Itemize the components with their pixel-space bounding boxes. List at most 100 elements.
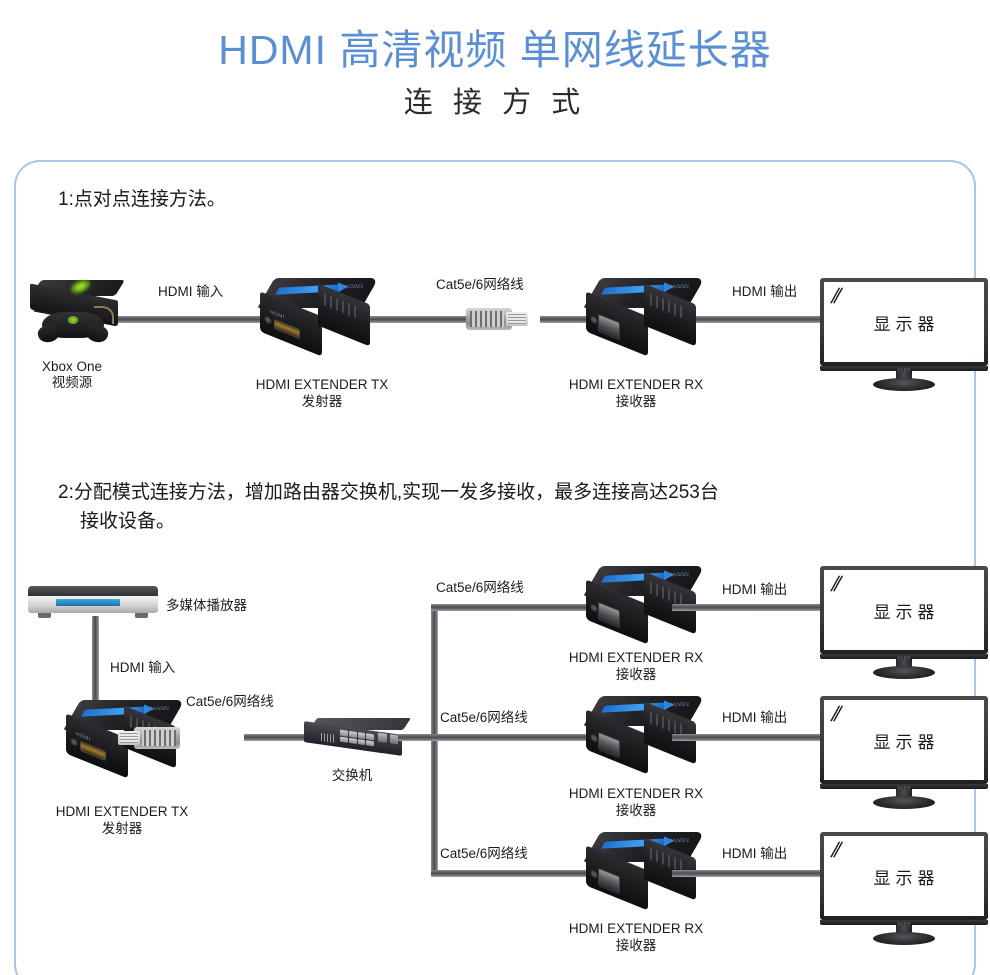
monitor-screen: // 显示器 ··· bbox=[824, 282, 984, 362]
wire-hdmi-out-branch-2 bbox=[672, 734, 822, 741]
wire-branch-1 bbox=[431, 604, 609, 611]
monitor-b2-screen: // 显示器 ··· bbox=[824, 700, 984, 780]
game-controller-icon bbox=[42, 312, 104, 338]
monitor-b3-bezel: // 显示器 ··· bbox=[820, 832, 988, 920]
monitor-label-branch-3: 显示器 bbox=[873, 868, 940, 888]
tx2-top-microtext: MODEL bbox=[148, 705, 172, 713]
rx-b1-top-microtext: MODEL bbox=[668, 571, 692, 579]
wire-hdmi-in-s2 bbox=[92, 616, 99, 720]
controller-light-icon bbox=[67, 316, 79, 324]
tx-role-label-s2: 发射器 bbox=[101, 821, 143, 836]
rx-model-label-branch-1: HDMI EXTENDER RX bbox=[568, 650, 704, 665]
source-name-label-s1: Xbox One bbox=[41, 359, 103, 374]
screen-slash-marks-icon: // bbox=[828, 285, 841, 308]
section2-heading: 2:分配模式连接方法，增加路由器交换机,实现一发多接收，最多连接高达253台 接… bbox=[58, 478, 938, 537]
cat5e-cable-label-branch-3: Cat5e/6网络线 bbox=[440, 846, 528, 861]
monitor-b3-brand-logo: ACER bbox=[897, 920, 911, 926]
rx-model-label-branch-2: HDMI EXTENDER RX bbox=[568, 786, 704, 801]
media-player-label: 多媒体播放器 bbox=[166, 598, 247, 613]
tx-model-label-s1: HDMI EXTENDER TX bbox=[255, 377, 389, 392]
monitor-b3-corner-mark: ··· bbox=[971, 910, 978, 915]
hdmi-extender-rx-device-branch-3: MODEL bbox=[583, 832, 705, 911]
media-player-device bbox=[28, 586, 158, 620]
section2-heading-line1: 2:分配模式连接方法，增加路由器交换机,实现一发多接收，最多连接高达253台 bbox=[58, 482, 719, 503]
monitor-label-s1: 显示器 bbox=[873, 314, 940, 334]
wire-tx-to-rj45-s1 bbox=[368, 316, 468, 323]
monitor-b1-bezel: // 显示器 ··· bbox=[820, 566, 988, 654]
display-monitor-branch-3: // 显示器 ··· ACER bbox=[820, 832, 988, 948]
hdmi-out-label-branch-3: HDMI 输出 bbox=[722, 846, 788, 861]
hdmi-out-label-s1: HDMI 输出 bbox=[732, 284, 798, 299]
monitor-neck bbox=[896, 371, 912, 381]
rx-role-label-branch-2: 接收器 bbox=[615, 803, 657, 818]
rj45-ridges bbox=[470, 311, 504, 327]
monitor-b2-corner-mark: ··· bbox=[971, 774, 978, 779]
wire-branch-2 bbox=[431, 734, 609, 741]
player-display-strip-icon bbox=[56, 599, 120, 606]
wire-hdmi-in-s1 bbox=[108, 316, 288, 323]
rx-top-microtext: MODEL bbox=[668, 283, 692, 291]
monitor-corner-mark: ··· bbox=[971, 356, 978, 361]
rj45-ridges-tx-s2 bbox=[142, 730, 176, 746]
tx-model-label-s2: HDMI EXTENDER TX bbox=[55, 804, 189, 819]
monitor-chin bbox=[820, 366, 988, 371]
monitor-b2-neck bbox=[896, 789, 912, 799]
cat5e-cable-label-branch-1: Cat5e/6网络线 bbox=[436, 580, 524, 595]
monitor-b3-chin bbox=[820, 920, 988, 925]
wire-branch-3 bbox=[431, 870, 609, 877]
rx-b2-top-microtext: MODEL bbox=[668, 701, 692, 709]
monitor-b3-screen: // 显示器 ··· bbox=[824, 836, 984, 916]
monitor-label-branch-2: 显示器 bbox=[873, 732, 940, 752]
monitor-b1-corner-mark: ··· bbox=[971, 644, 978, 649]
network-switch-device bbox=[304, 718, 412, 756]
rj45-latch-tab bbox=[506, 312, 528, 326]
diagram-panel bbox=[14, 160, 976, 975]
xbox-console-icon bbox=[28, 276, 132, 356]
monitor-b2-bezel: // 显示器 ··· bbox=[820, 696, 988, 784]
screen-slash-marks-icon-b2: // bbox=[828, 703, 841, 726]
screen-slash-marks-icon-b3: // bbox=[828, 839, 841, 862]
hdmi-extender-rx-device-branch-1: MODEL bbox=[583, 566, 705, 645]
monitor-label-branch-1: 显示器 bbox=[873, 602, 940, 622]
switch-label: 交换机 bbox=[331, 768, 373, 783]
rx-model-label-s1: HDMI EXTENDER RX bbox=[568, 377, 704, 392]
display-monitor-s1: // 显示器 ··· ACER bbox=[820, 278, 988, 394]
monitor-b3-base bbox=[873, 932, 935, 945]
cat5e-cable-label-s1: Cat5e/6网络线 bbox=[436, 277, 524, 292]
hdmi-out-label-branch-1: HDMI 输出 bbox=[722, 582, 788, 597]
rx-role-label-branch-1: 接收器 bbox=[615, 667, 657, 682]
wire-switch-to-bus bbox=[398, 734, 438, 741]
monitor-b3-neck bbox=[896, 925, 912, 935]
rj45-latch-tab-tx-s2 bbox=[118, 731, 140, 745]
rx-role-label-s1: 接收器 bbox=[615, 394, 657, 409]
player-feet bbox=[28, 613, 158, 618]
hdmi-in-label-s1: HDMI 输入 bbox=[158, 284, 224, 299]
monitor-b1-screen: // 显示器 ··· bbox=[824, 570, 984, 650]
page-title: HDMI 高清视频 单网线延长器 bbox=[218, 27, 772, 73]
monitor-base bbox=[873, 378, 935, 391]
cat5e-cable-label-branch-2: Cat5e/6网络线 bbox=[440, 710, 528, 725]
wire-rj45-to-rx-s1 bbox=[540, 316, 610, 323]
rx-role-label-branch-3: 接收器 bbox=[615, 938, 657, 953]
rx-b3-top-microtext: MODEL bbox=[668, 837, 692, 845]
page-subtitle: 连 接 方 式 bbox=[403, 87, 587, 119]
screen-slash-marks-icon-b1: // bbox=[828, 573, 841, 596]
wire-hdmi-out-branch-3 bbox=[672, 870, 822, 877]
hdmi-in-label-s2: HDMI 输入 bbox=[110, 660, 176, 675]
cat5e-cable-label-tx-s2: Cat5e/6网络线 bbox=[186, 694, 274, 709]
monitor-b2-brand-logo: ACER bbox=[897, 784, 911, 790]
hdmi-extender-rx-device-branch-2: MODEL bbox=[583, 696, 705, 775]
section2-heading-line2: 接收设备。 bbox=[80, 511, 176, 533]
monitor-b1-chin bbox=[820, 654, 988, 659]
monitor-b2-base bbox=[873, 796, 935, 809]
rx-model-label-branch-3: HDMI EXTENDER RX bbox=[568, 921, 704, 936]
wire-hdmi-out-branch-1 bbox=[672, 604, 822, 611]
hdmi-extender-rx-device-s1: MODEL bbox=[583, 278, 705, 357]
hdmi-out-label-branch-2: HDMI 输出 bbox=[722, 710, 788, 725]
display-monitor-branch-1: // 显示器 ··· ACER bbox=[820, 566, 988, 682]
controller-cord bbox=[94, 306, 114, 324]
monitor-b1-brand-logo: ACER bbox=[897, 654, 911, 660]
monitor-b2-chin bbox=[820, 784, 988, 789]
section1-heading: 1:点对点连接方法。 bbox=[58, 189, 226, 210]
